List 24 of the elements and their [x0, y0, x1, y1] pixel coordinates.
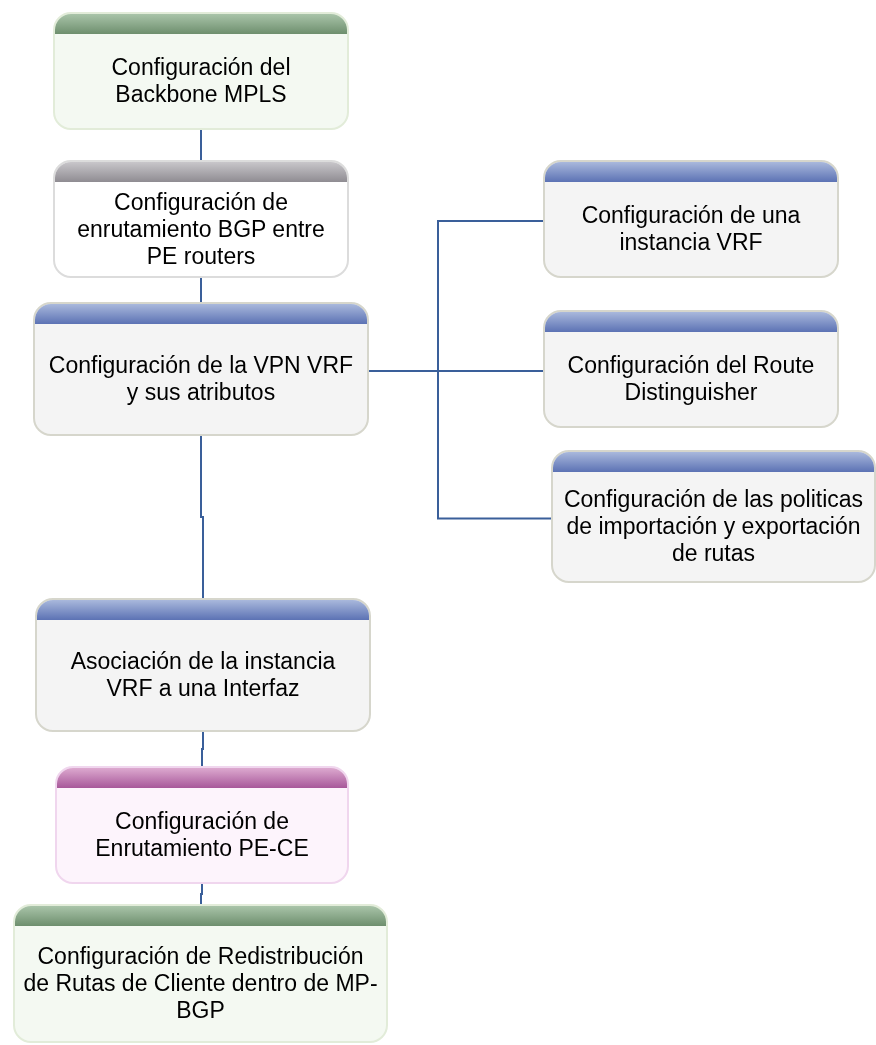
process-box	[543, 310, 839, 428]
process-box	[13, 904, 388, 1043]
connector-line	[200, 129, 202, 161]
connector-line	[201, 731, 204, 767]
box-label: Configuración de enrutamiento BGP entre PE routers	[76, 188, 326, 270]
box-label: Configuración de la VPN VRF y sus atributos	[47, 352, 355, 406]
connector-line	[200, 883, 203, 905]
box-label: Configuración de Enrutamiento PE-CE	[94, 808, 310, 862]
box-label: Asociación de la instancia VRF a una Interfaz	[69, 648, 337, 702]
box-label: Configuración del Backbone MPLS	[110, 54, 292, 108]
process-box	[33, 302, 369, 436]
box-label: Configuración de Redistribución de Rutas de Cliente dentro de MP-BGP	[23, 943, 378, 1024]
box-label: Configuración de una instancia VRF	[580, 202, 802, 256]
process-box	[53, 160, 349, 278]
box-label: Configuración del Route Distinguisher	[566, 352, 816, 406]
process-box	[543, 160, 839, 278]
process-box	[53, 12, 349, 130]
box-label: Configuración de las politicas de importación y exportación de rutas	[562, 486, 865, 567]
process-box	[551, 450, 876, 583]
connector-line	[200, 277, 202, 303]
process-box	[55, 766, 349, 884]
connector-line	[368, 370, 552, 520]
connector-line	[200, 435, 204, 599]
process-box	[35, 598, 371, 732]
